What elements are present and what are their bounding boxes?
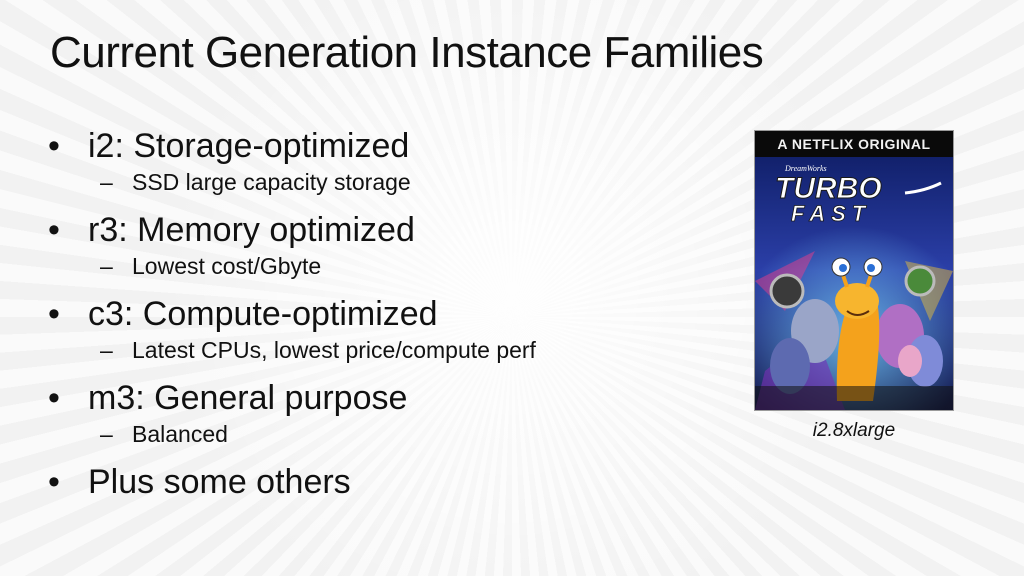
bullet-marker: •	[48, 379, 60, 417]
bullet-marker: •	[48, 127, 60, 165]
sub-bullet-text: SSD large capacity storage	[132, 169, 411, 195]
sub-bullet: – Latest CPUs, lowest price/compute perf	[88, 334, 536, 366]
bullet-marker: •	[48, 295, 60, 333]
sub-bullet: – SSD large capacity storage	[88, 166, 536, 198]
poster-banner: A NETFLIX ORIGINAL	[777, 136, 930, 152]
turbo-fast-poster: A NETFLIX ORIGINAL DreamWorks TURBO FAST	[754, 130, 954, 411]
sub-bullet-marker: –	[100, 169, 113, 195]
bullet-text: m3: General purpose	[88, 379, 408, 417]
bullet-item: • c3: Compute-optimized – Latest CPUs, l…	[46, 288, 536, 366]
bullet-list: • i2: Storage-optimized – SSD large capa…	[46, 120, 536, 514]
slide-title: Current Generation Instance Families	[50, 28, 764, 77]
bullet-text: c3: Compute-optimized	[88, 295, 438, 333]
poster-studio: DreamWorks	[784, 164, 827, 173]
bullet-marker: •	[48, 211, 60, 249]
sub-bullet-marker: –	[100, 421, 113, 447]
poster-title-line1: TURBO	[775, 172, 882, 205]
sub-bullet: – Balanced	[88, 418, 536, 450]
bullet-text: i2: Storage-optimized	[88, 127, 410, 165]
bullet-item: • m3: General purpose – Balanced	[46, 372, 536, 450]
bullet-text: r3: Memory optimized	[88, 211, 415, 249]
sub-bullet-marker: –	[100, 253, 113, 279]
bullet-text: Plus some others	[88, 463, 351, 501]
poster-caption: i2.8xlarge	[812, 420, 896, 441]
poster-title-line2: FAST	[791, 201, 871, 226]
sub-bullet-text: Lowest cost/Gbyte	[132, 253, 322, 279]
sub-bullet-text: Balanced	[132, 421, 228, 447]
sub-bullet: – Lowest cost/Gbyte	[88, 250, 536, 282]
bullet-item: • i2: Storage-optimized – SSD large capa…	[46, 120, 536, 198]
sub-bullet-text: Latest CPUs, lowest price/compute perf	[132, 337, 536, 363]
bullet-marker: •	[48, 463, 60, 501]
bullet-item: • Plus some others	[46, 456, 536, 508]
sub-bullet-marker: –	[100, 337, 113, 363]
bullet-item: • r3: Memory optimized – Lowest cost/Gby…	[46, 204, 536, 282]
